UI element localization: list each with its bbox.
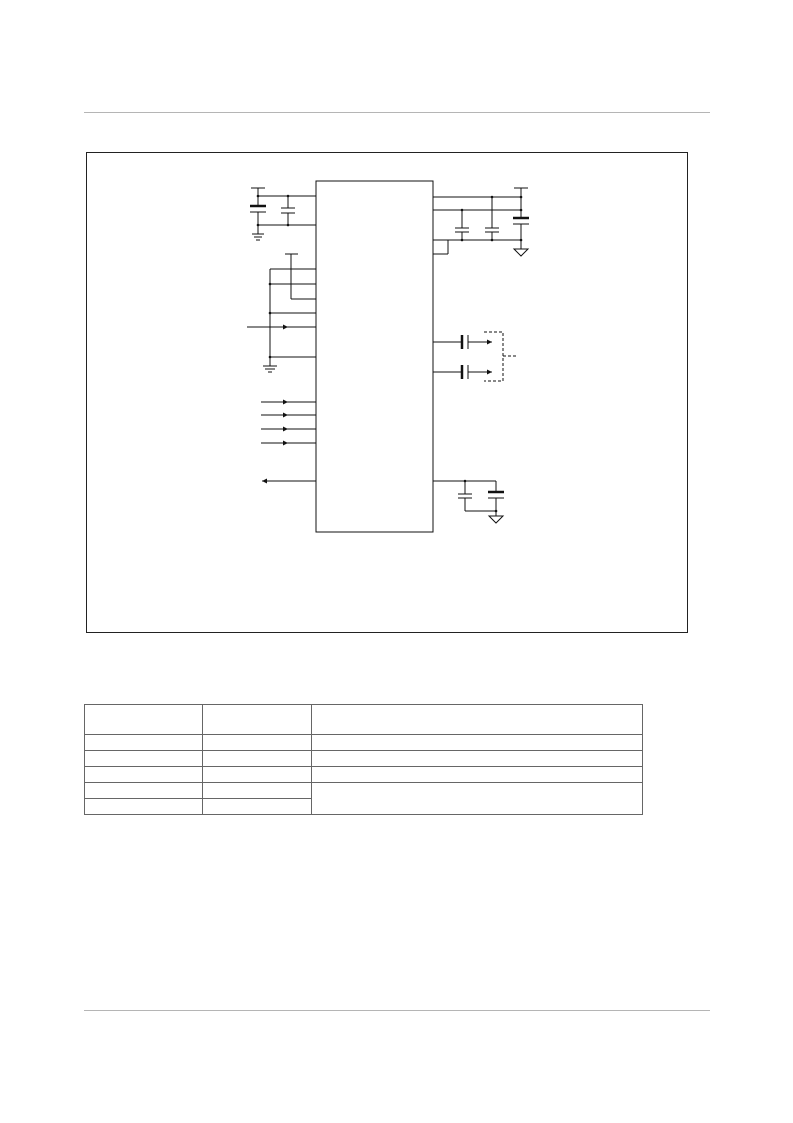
table-cell bbox=[311, 766, 643, 783]
table-cell bbox=[84, 798, 203, 815]
table-cell bbox=[202, 750, 312, 767]
table-row bbox=[84, 766, 643, 783]
table-cell bbox=[202, 798, 312, 815]
table-cell bbox=[311, 750, 643, 767]
ic-body bbox=[315, 180, 434, 533]
left-strap-pins bbox=[247, 253, 316, 373]
table-header-cell bbox=[311, 704, 643, 735]
table-cell bbox=[202, 734, 312, 751]
table-cell bbox=[84, 734, 203, 751]
table-row bbox=[84, 782, 643, 815]
right-coupling-capacitors bbox=[433, 331, 516, 382]
table-cell bbox=[84, 782, 203, 799]
table-row bbox=[84, 750, 643, 767]
ground-symbol-right-top bbox=[512, 248, 530, 257]
table-cell bbox=[202, 782, 312, 799]
table-cell bbox=[84, 750, 203, 767]
right-supply-decoupling bbox=[433, 187, 530, 257]
component-table bbox=[84, 704, 643, 815]
left-digital-inputs bbox=[261, 399, 316, 484]
table-header-cell bbox=[202, 704, 312, 735]
table-row bbox=[84, 798, 643, 815]
footer-rule bbox=[84, 1010, 710, 1011]
dashed-load-box bbox=[484, 331, 504, 382]
table-header-row bbox=[84, 704, 643, 735]
header-rule bbox=[84, 112, 710, 113]
table-header-cell bbox=[84, 704, 203, 735]
table-cell bbox=[311, 734, 643, 751]
left-supply-decoupling bbox=[250, 187, 316, 241]
bottom-right-decoupling bbox=[433, 479, 505, 524]
figure-frame bbox=[86, 152, 688, 633]
table-cell-merged bbox=[311, 782, 643, 815]
output-arrow bbox=[262, 478, 267, 484]
table-row bbox=[84, 734, 643, 751]
ground-symbol-right-bottom bbox=[487, 515, 505, 524]
table-cell bbox=[202, 766, 312, 783]
table-cell bbox=[84, 766, 203, 783]
input-arrow-1 bbox=[283, 324, 288, 330]
